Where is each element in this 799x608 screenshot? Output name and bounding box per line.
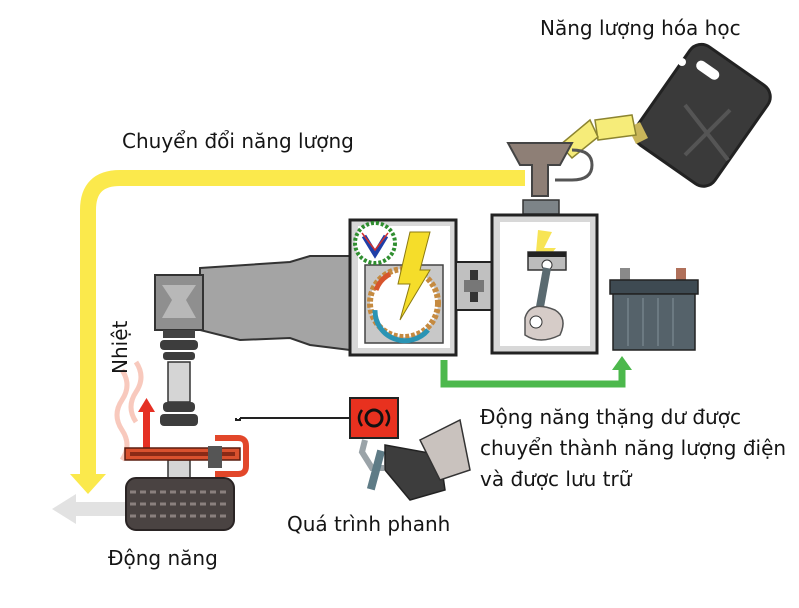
heat-label: Nhiệt <box>108 320 132 374</box>
brake-warning-icon <box>349 397 399 439</box>
chemical-energy-label: Năng lượng hóa học <box>540 16 741 40</box>
piston-icon <box>490 213 599 355</box>
energy-conversion-label: Chuyển đổi năng lượng <box>122 129 354 153</box>
battery-icon <box>609 268 699 351</box>
energy-conversion-arrow <box>70 170 525 494</box>
braking-process-label: Quá trình phanh <box>287 512 451 536</box>
brake-line <box>235 417 350 421</box>
kinetic-loss-arrow <box>52 494 130 524</box>
funnel-icon <box>506 142 594 215</box>
brake-disc <box>124 435 249 477</box>
transmission-housing <box>154 255 351 352</box>
brake-pedal-icon <box>358 418 471 501</box>
shaft-coupling <box>455 261 493 311</box>
heat-icon <box>114 360 155 462</box>
tire-icon <box>125 477 235 531</box>
laurel-v-logo <box>353 221 397 265</box>
regen-flow-arrow <box>440 356 632 388</box>
kinetic-energy-label: Động năng <box>108 546 218 570</box>
regen-description-label: Động năng thặng dư được chuyển thành năn… <box>480 405 787 491</box>
